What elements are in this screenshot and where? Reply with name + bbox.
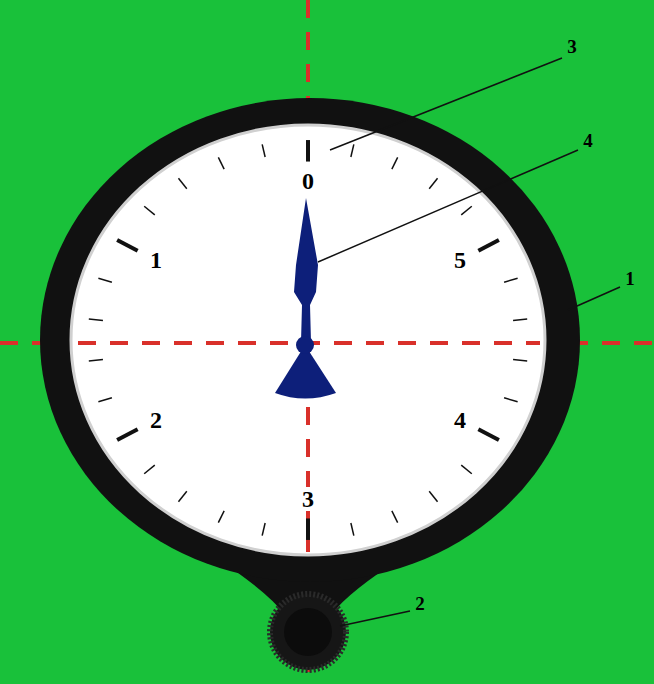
minor-tick bbox=[262, 144, 265, 157]
major-tick bbox=[117, 240, 138, 251]
major-tick bbox=[478, 240, 499, 251]
housing bbox=[40, 98, 580, 582]
minor-tick bbox=[218, 511, 224, 523]
minor-tick bbox=[144, 465, 155, 474]
major-tick bbox=[478, 429, 499, 440]
callout-number: 3 bbox=[567, 37, 577, 56]
minor-tick bbox=[504, 278, 518, 282]
adjust-knob bbox=[270, 594, 346, 670]
minor-tick bbox=[98, 398, 112, 402]
dial-number: 2 bbox=[149, 408, 163, 432]
dial-number: 1 bbox=[149, 248, 163, 272]
leader-line bbox=[318, 150, 578, 262]
pointer-blade bbox=[294, 198, 318, 342]
dial-face bbox=[71, 125, 545, 555]
dial-number: 5 bbox=[453, 248, 467, 272]
centre-line bbox=[570, 341, 654, 345]
minor-tick bbox=[89, 360, 103, 361]
major-tick bbox=[306, 518, 310, 540]
dial-number: 3 bbox=[301, 487, 315, 511]
minor-tick bbox=[89, 319, 103, 320]
minor-tick bbox=[262, 523, 265, 536]
minor-tick bbox=[144, 206, 155, 215]
minor-tick bbox=[218, 157, 224, 169]
minor-tick bbox=[178, 491, 186, 501]
minor-tick bbox=[513, 319, 527, 320]
callout-number: 2 bbox=[415, 594, 425, 613]
leader-line bbox=[568, 287, 620, 310]
minor-tick bbox=[461, 206, 472, 215]
minor-tick bbox=[429, 178, 437, 188]
dial-number: 0 bbox=[301, 169, 315, 193]
callout-number: 1 bbox=[625, 269, 635, 288]
pointer-hub bbox=[296, 336, 314, 354]
minor-tick bbox=[461, 465, 472, 474]
minor-tick bbox=[504, 398, 518, 402]
minor-tick bbox=[178, 178, 186, 188]
centre-lines bbox=[78, 343, 540, 552]
minor-tick bbox=[351, 523, 354, 536]
knob-centre bbox=[284, 608, 332, 656]
minor-tick bbox=[513, 360, 527, 361]
centre-line bbox=[306, 0, 310, 110]
minor-tick bbox=[392, 511, 398, 523]
pointer bbox=[275, 198, 336, 399]
major-tick bbox=[117, 429, 138, 440]
minor-tick bbox=[392, 157, 398, 169]
minor-tick bbox=[429, 491, 437, 501]
leader-lines bbox=[318, 58, 620, 626]
minor-tick bbox=[98, 278, 112, 282]
callout-number: 4 bbox=[583, 131, 593, 150]
major-tick bbox=[306, 140, 310, 162]
dial-number: 4 bbox=[453, 408, 467, 432]
leader-line bbox=[330, 58, 562, 150]
leader-line bbox=[340, 611, 410, 626]
minor-tick bbox=[351, 144, 354, 157]
